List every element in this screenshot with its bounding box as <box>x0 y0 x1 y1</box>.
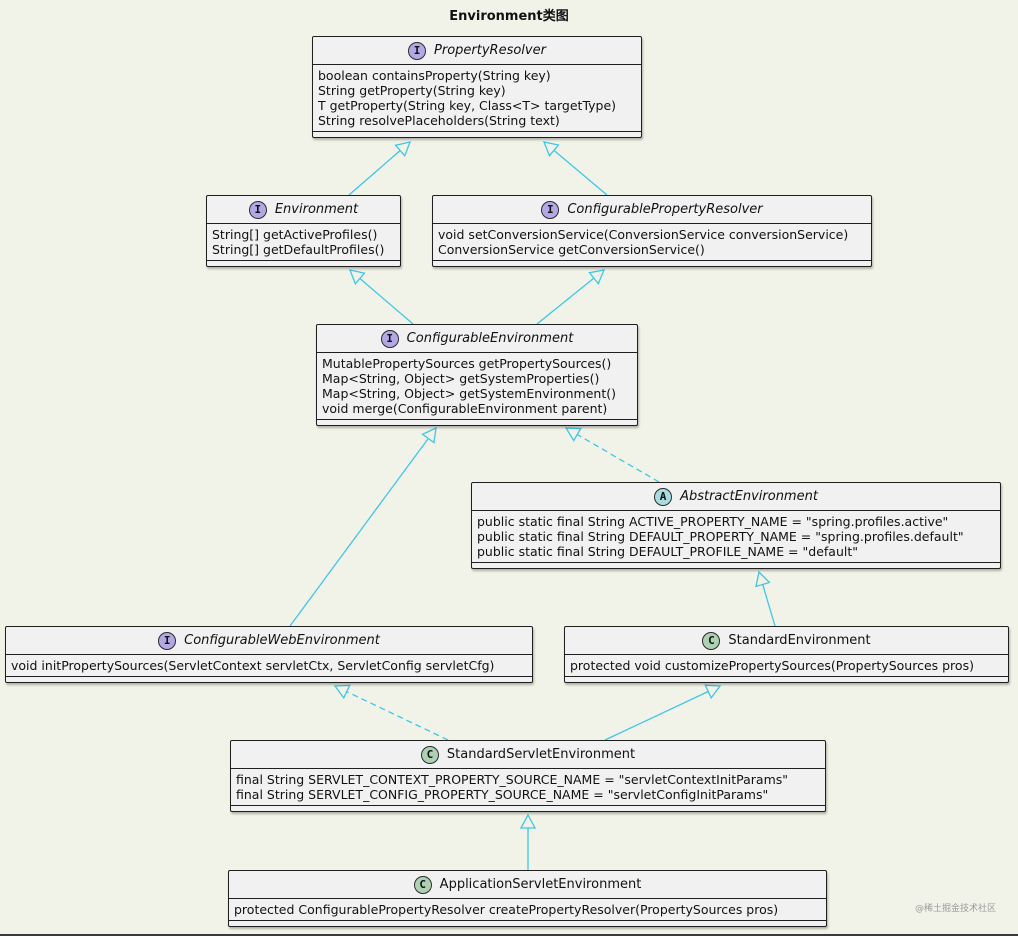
class-header: C ApplicationServletEnvironment <box>229 871 826 899</box>
interface-stereotype-icon: I <box>380 329 399 348</box>
edge-extends <box>604 690 709 741</box>
class-member: ConversionService getConversionService() <box>438 242 705 257</box>
class-members: void initPropertySources(ServletContext … <box>6 655 532 682</box>
interface-stereotype-icon: I <box>158 631 177 650</box>
edge-extends <box>553 149 608 196</box>
class-name: StandardEnvironment <box>728 633 871 648</box>
class-name: ApplicationServletEnvironment <box>439 877 642 892</box>
arrowhead-hollow-triangle <box>542 141 560 157</box>
class-members: final String SERVLET_CONTEXT_PROPERTY_SO… <box>231 769 825 811</box>
class-member: void setConversionService(ConversionServ… <box>438 227 849 242</box>
arrowhead-hollow-triangle <box>564 427 582 442</box>
class-member: void initPropertySources(ServletContext … <box>11 658 495 673</box>
class-stereotype-icon: C <box>420 745 439 764</box>
class-member: final String SERVLET_CONFIG_PROPERTY_SOU… <box>236 787 769 802</box>
class-header: I ConfigurablePropertyResolver <box>433 196 871 224</box>
class-box-abstract-environment: A AbstractEnvironment public static final … <box>471 482 1001 569</box>
class-member: protected void customizePropertySources(… <box>570 658 974 673</box>
watermark: @稀土掘金技术社区 <box>914 904 996 914</box>
abstract-stereotype-icon: A <box>654 487 673 506</box>
class-stereotype-icon: C <box>702 631 721 650</box>
class-box-configurable-property-resolver: I ConfigurablePropertyResolver void setCon… <box>432 195 872 267</box>
arrowhead-hollow-triangle <box>348 269 366 286</box>
arrowhead-hollow-triangle <box>519 813 537 829</box>
arrowhead-hollow-triangle <box>333 684 351 700</box>
class-member: String[] getActiveProfiles() <box>212 227 378 242</box>
class-header: I ConfigurableWebEnvironment <box>6 627 532 655</box>
class-name: PropertyResolver <box>434 43 546 58</box>
class-name: ConfigurablePropertyResolver <box>567 202 763 217</box>
diagram-title: Environment类图 <box>449 9 569 24</box>
class-name: Environment <box>274 202 359 217</box>
member-separator <box>6 676 532 677</box>
class-members: MutablePropertySources getPropertySource… <box>317 353 637 425</box>
edge-implements <box>346 691 449 741</box>
member-separator <box>565 676 1008 677</box>
class-member: protected ConfigurablePropertyResolver c… <box>234 902 779 917</box>
class-name: ConfigurableWebEnvironment <box>184 633 380 648</box>
class-box-application-servlet-environment: C ApplicationServletEnvironment protected … <box>228 870 827 927</box>
class-box-standard-environment: C StandardEnvironment protected void custo… <box>564 626 1009 683</box>
class-box-configurable-web-environment: I ConfigurableWebEnvironment void initProp… <box>5 626 533 683</box>
class-members: void setConversionService(ConversionServ… <box>433 224 871 266</box>
class-member: final String SERVLET_CONTEXT_PROPERTY_SO… <box>236 772 789 787</box>
member-separator <box>472 562 1000 563</box>
class-name: ConfigurableEnvironment <box>406 331 574 346</box>
class-box-property-resolver: I PropertyResolver boolean containsPropert… <box>312 36 642 138</box>
edge-implements <box>576 433 660 483</box>
class-members: protected void customizePropertySources(… <box>565 655 1008 682</box>
class-header: A AbstractEnvironment <box>472 483 1000 511</box>
class-stereotype-icon: C <box>413 875 432 894</box>
class-members: protected ConfigurablePropertyResolver c… <box>229 899 826 926</box>
arrowhead-hollow-triangle <box>588 269 606 285</box>
edge-extends <box>348 150 401 196</box>
class-members: public static final String ACTIVE_PROPER… <box>472 511 1000 568</box>
class-members: String[] getActiveProfiles()String[] get… <box>207 224 400 266</box>
class-box-standard-servlet-environment: C StandardServletEnvironment final String … <box>230 740 826 812</box>
edge-extends <box>289 438 429 627</box>
edge-extends <box>762 584 776 627</box>
interface-stereotype-icon: I <box>248 200 267 219</box>
member-separator <box>231 805 825 806</box>
member-separator <box>317 419 637 420</box>
class-member: public static final String ACTIVE_PROPER… <box>477 514 949 529</box>
class-member: T getProperty(String key, Class<T> targe… <box>318 98 617 113</box>
interface-stereotype-icon: I <box>541 200 560 219</box>
class-header: I Environment <box>207 196 400 224</box>
class-header: C StandardEnvironment <box>565 627 1008 655</box>
member-separator <box>229 920 826 921</box>
interface-stereotype-icon: I <box>408 41 427 60</box>
class-member: String[] getDefaultProfiles() <box>212 242 385 257</box>
arrowhead-hollow-triangle <box>394 141 412 158</box>
class-member: MutablePropertySources getPropertySource… <box>322 356 612 371</box>
class-member: public static final String DEFAULT_PROPE… <box>477 529 964 544</box>
member-separator <box>207 260 400 261</box>
class-header: I ConfigurableEnvironment <box>317 325 637 353</box>
edge-extends <box>536 277 595 325</box>
bottom-border <box>0 934 1018 936</box>
edge-extends <box>359 277 414 325</box>
class-header: C StandardServletEnvironment <box>231 741 825 769</box>
arrowhead-hollow-triangle <box>704 684 722 700</box>
class-header: I PropertyResolver <box>313 37 641 65</box>
arrowhead-hollow-triangle <box>421 426 437 444</box>
class-name: AbstractEnvironment <box>680 489 818 504</box>
class-member: void merge(ConfigurableEnvironment paren… <box>322 401 608 416</box>
member-separator <box>313 131 641 132</box>
class-members: boolean containsProperty(String key)Stri… <box>313 65 641 137</box>
class-member: boolean containsProperty(String key) <box>318 68 551 83</box>
class-member: Map<String, Object> getSystemEnvironment… <box>322 386 616 401</box>
arrowhead-hollow-triangle <box>755 570 771 588</box>
class-member: public static final String DEFAULT_PROFI… <box>477 544 858 559</box>
class-member: String resolvePlaceholders(String text) <box>318 113 560 128</box>
member-separator <box>433 260 871 261</box>
class-name: StandardServletEnvironment <box>446 747 636 762</box>
class-member: Map<String, Object> getSystemProperties(… <box>322 371 600 386</box>
class-member: String getProperty(String key) <box>318 83 506 98</box>
